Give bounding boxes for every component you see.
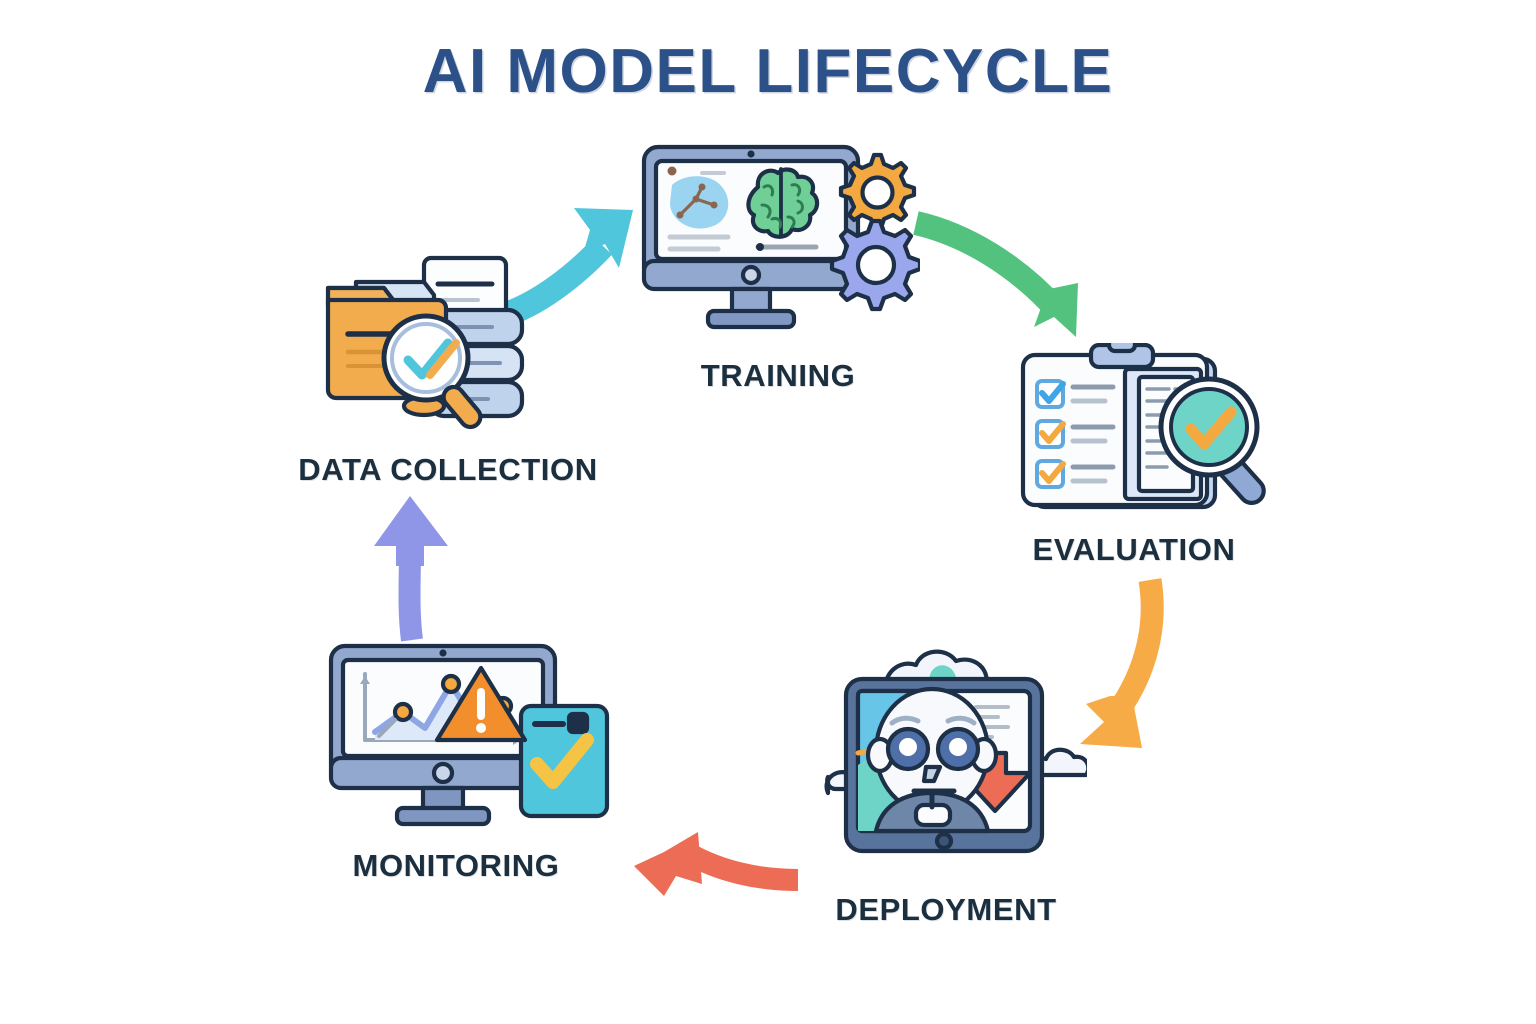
icon-evaluation [1005,334,1295,523]
page-title: AI MODEL LIFECYCLE [422,37,1114,106]
label-monitoring: MONITORING [352,848,560,883]
arrow-deployment-to-monitoring [620,828,805,910]
label-training: TRAINING [700,358,856,393]
icon-deployment [812,645,1091,880]
label-evaluation: EVALUATION [1032,532,1236,567]
label-data-collection: DATA COLLECTION [298,452,598,487]
icon-data-collection [320,248,545,448]
icon-monitoring [325,640,625,845]
arrow-monitoring-to-data [368,492,460,644]
label-deployment: DEPLOYMENT [835,892,1057,927]
arrow-evaluation-to-deployment [1058,572,1208,772]
icon-training [640,143,923,348]
arrow-training-to-evaluation [908,205,1093,345]
